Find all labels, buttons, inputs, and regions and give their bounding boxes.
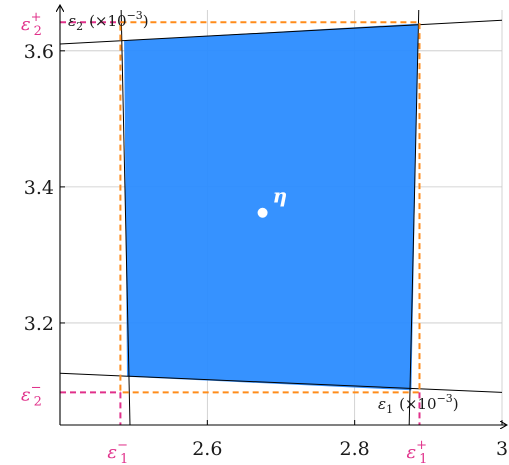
eps1-max-label-sub: 1: [419, 452, 427, 465]
x-axis-label-exp: −3: [437, 392, 453, 405]
axes-layer: 2.6 2.8 3 3.2 3.4 3.6: [24, 6, 508, 460]
eps1-max-label: ε+1: [406, 438, 427, 465]
eps1-max-label-base: ε: [406, 442, 416, 463]
boundary-line-1: [60, 372, 502, 393]
x-axis-label: ε1 (×10−3): [378, 392, 459, 416]
y-tick-label-1: 3.4: [24, 177, 54, 199]
x-axis-label-close: ): [453, 395, 459, 413]
boundary-lines: [60, 10, 502, 425]
boundary-line-0: [60, 19, 502, 45]
center-point-layer: [257, 207, 268, 218]
eta-label: η: [273, 184, 288, 208]
x-axis-label-unit: (×10: [399, 395, 437, 413]
eps2-min-label-base: ε: [21, 384, 31, 405]
boundary-lines-layer: [60, 10, 502, 425]
x-axis-label-symbol: ε: [378, 395, 386, 413]
y-axis-label-symbol: ε: [68, 12, 76, 30]
eps2-min-label-sup: −: [31, 380, 42, 395]
boundary-line-2: [120, 10, 131, 425]
x-tick-label-2: 3: [496, 438, 508, 460]
x-tick-label-0: 2.6: [192, 438, 222, 460]
y-tick-label-0: 3.2: [24, 313, 54, 335]
feasible-region: [124, 23, 418, 391]
eps1-min-label-base: ε: [107, 442, 117, 463]
eps1-max-label-sup: +: [416, 438, 427, 453]
eta-point: [257, 207, 268, 218]
eps2-max-label-sub: 2: [34, 24, 42, 39]
y-tick-label-2: 3.6: [24, 41, 54, 63]
eps1-min-label: ε−1: [107, 438, 128, 465]
eps2-max-label-base: ε: [21, 14, 31, 35]
boundary-line-3: [408, 10, 420, 425]
y-axis-label-exp: −3: [127, 9, 143, 22]
eps1-min-label-sup: −: [117, 438, 128, 453]
feasible-region-layer: [124, 23, 418, 391]
y-axis-label-sub: 2: [76, 20, 83, 33]
x-tick-label-1: 2.8: [340, 438, 370, 460]
y-axis-label-close: ): [143, 12, 149, 30]
x-axis-label-sub: 1: [386, 403, 393, 416]
y-axis-label-unit: (×10: [89, 12, 127, 30]
bounding-box-layer: [60, 21, 421, 425]
eps2-min-label: ε−2: [21, 380, 42, 409]
eps2-max-label-sup: +: [31, 10, 42, 25]
y-axis-label: ε2 (×10−3): [68, 9, 149, 33]
eps2-min-label-sub: 2: [34, 394, 42, 409]
bounding-box: [119, 21, 421, 394]
eps1-min-label-sub: 1: [120, 452, 128, 465]
eps2-max-label: ε+2: [21, 10, 42, 39]
